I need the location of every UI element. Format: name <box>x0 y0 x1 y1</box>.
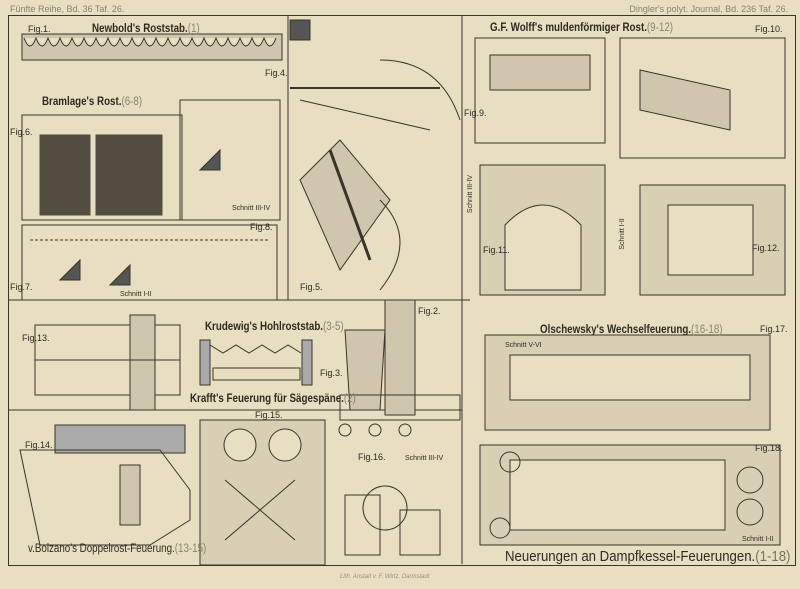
title-bramlage: Bramlage's Rost.(6-8) <box>42 96 143 108</box>
fig17-label: Fig.17. <box>760 324 788 334</box>
section-label: Schnitt III-IV <box>232 205 271 212</box>
fig6-label: Fig.6. <box>10 127 33 137</box>
fig13-drawing <box>34 314 181 411</box>
fig1-label: Fig.1. <box>28 24 51 34</box>
fig13-label: Fig.13. <box>22 333 50 343</box>
fig2-label: Fig.2. <box>418 306 441 316</box>
lithographer-credit: Lith. Anstalt v. F. Wirtz, Darmstadt <box>340 574 430 580</box>
fig1-grate-bar <box>21 33 283 61</box>
title-krudewig: Krudewig's Hohlroststab.(3-5) <box>205 321 344 333</box>
fig6-grate <box>21 99 281 221</box>
fig16-drawing <box>344 485 441 556</box>
fig9-12-drawing <box>474 37 786 296</box>
title-krafft: Krafft's Feuerung für Sägespäne.(2) <box>190 393 356 405</box>
fig14-drawing <box>19 424 191 546</box>
title-olschewsky: Olschewsky's Wechselfeuerung.(16-18) <box>540 324 723 336</box>
fig17-18-drawing <box>479 334 781 546</box>
title-wolff: G.F. Wolff's muldenförmiger Rost.(9-12) <box>490 22 674 34</box>
fig9-label: Fig.9. <box>464 108 487 118</box>
section-label: Schnitt III-IV <box>467 174 475 214</box>
fig15-drawing <box>199 419 326 566</box>
section-label: Schnitt I-II <box>120 291 152 298</box>
fig2-furnace <box>338 299 461 437</box>
fig11-label: Fig.11. <box>483 245 510 255</box>
plate-border <box>8 15 796 566</box>
title-newbold: Newbold's Roststab.(1) <box>92 23 200 35</box>
fig3-hollow-bar <box>199 339 313 386</box>
title-bolzano: v.Bolzano's Doppelrost-Feuerung.(13-15) <box>28 543 207 555</box>
fig15-label: Fig.15. <box>255 410 283 420</box>
fig8-label: Fig.8. <box>250 222 273 232</box>
fig14-label: Fig.14. <box>25 440 53 450</box>
fig3-label: Fig.3. <box>320 368 343 378</box>
section-label: Schnitt I-II <box>742 536 774 543</box>
fig4-5-drawing <box>289 19 461 291</box>
header-left: Fünfte Reihe, Bd. 36 Taf. 26. <box>10 4 125 14</box>
section-label: Schnitt III-IV <box>405 455 444 462</box>
fig12-label: Fig.12. <box>752 243 780 253</box>
fig4-label: Fig.4. <box>265 68 288 78</box>
section-label: Schnitt V-VI <box>505 342 542 349</box>
fig7-label: Fig.7. <box>10 282 33 292</box>
section-label: Schnitt I-II <box>618 218 626 250</box>
fig7-section <box>21 224 278 301</box>
header-right: Dingler's polyt. Journal, Bd. 236 Taf. 2… <box>629 4 788 14</box>
fig5-label: Fig.5. <box>300 282 323 292</box>
fig18-label: Fig.18. <box>755 443 783 453</box>
plate-title: Neuerungen an Dampfkessel-Feuerungen.(1-… <box>505 548 791 565</box>
fig10-label: Fig.10. <box>755 24 783 34</box>
fig16-label: Fig.16. <box>358 452 386 462</box>
